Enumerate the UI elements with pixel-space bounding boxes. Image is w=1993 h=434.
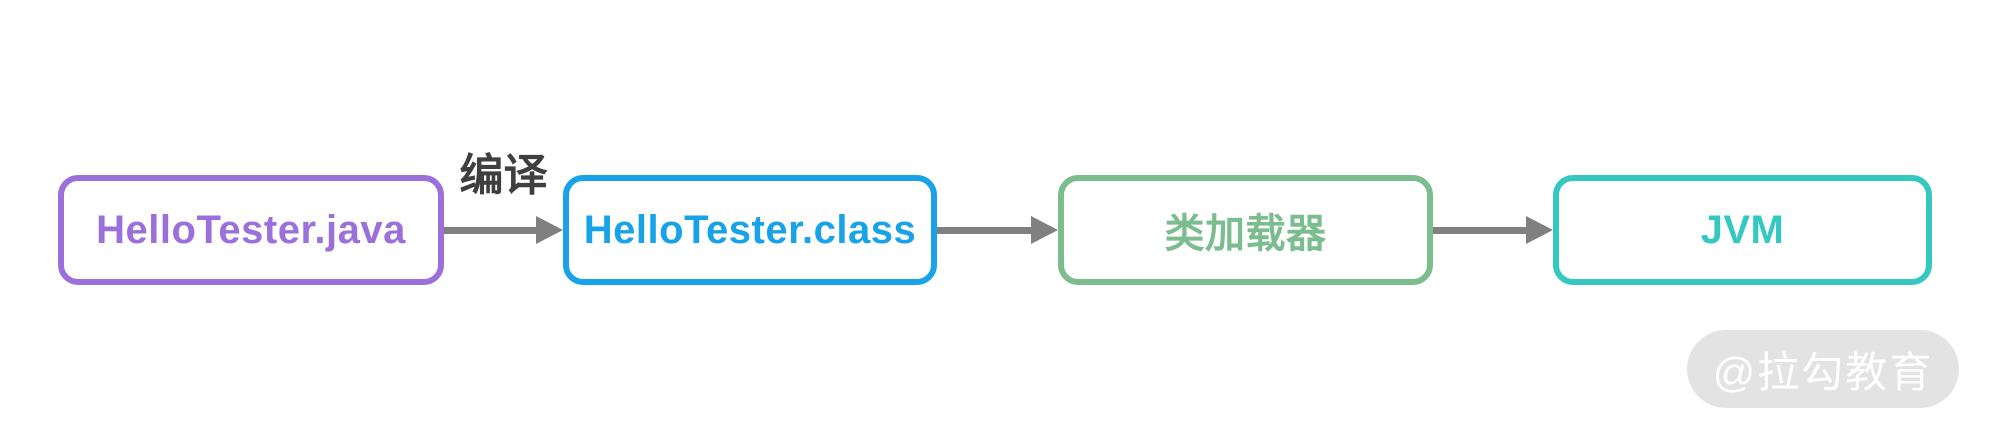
node-jvm: JVM (1553, 175, 1932, 285)
node-source-file: HelloTester.java (58, 175, 444, 285)
arrowhead-icon (536, 216, 563, 244)
node-jvm-label: JVM (1700, 207, 1785, 252)
node-class-file: HelloTester.class (563, 175, 937, 285)
arrowhead-icon (1031, 216, 1058, 244)
arrow-source-to-class (444, 215, 563, 245)
arrow-shaft (1433, 226, 1526, 234)
arrow-loader-to-jvm (1433, 215, 1553, 245)
edge-label-compile: 编译 (459, 151, 548, 200)
node-class-loader: 类加载器 (1058, 175, 1433, 285)
arrow-class-to-loader (937, 215, 1058, 245)
arrowhead-icon (1526, 216, 1553, 244)
arrow-shaft (937, 226, 1031, 234)
node-source-file-label: HelloTester.java (96, 207, 406, 252)
arrow-shaft (444, 226, 536, 234)
node-class-file-label: HelloTester.class (583, 207, 917, 252)
watermark-badge: @拉勾教育 (1687, 330, 1959, 408)
node-class-loader-label: 类加载器 (1164, 212, 1327, 256)
